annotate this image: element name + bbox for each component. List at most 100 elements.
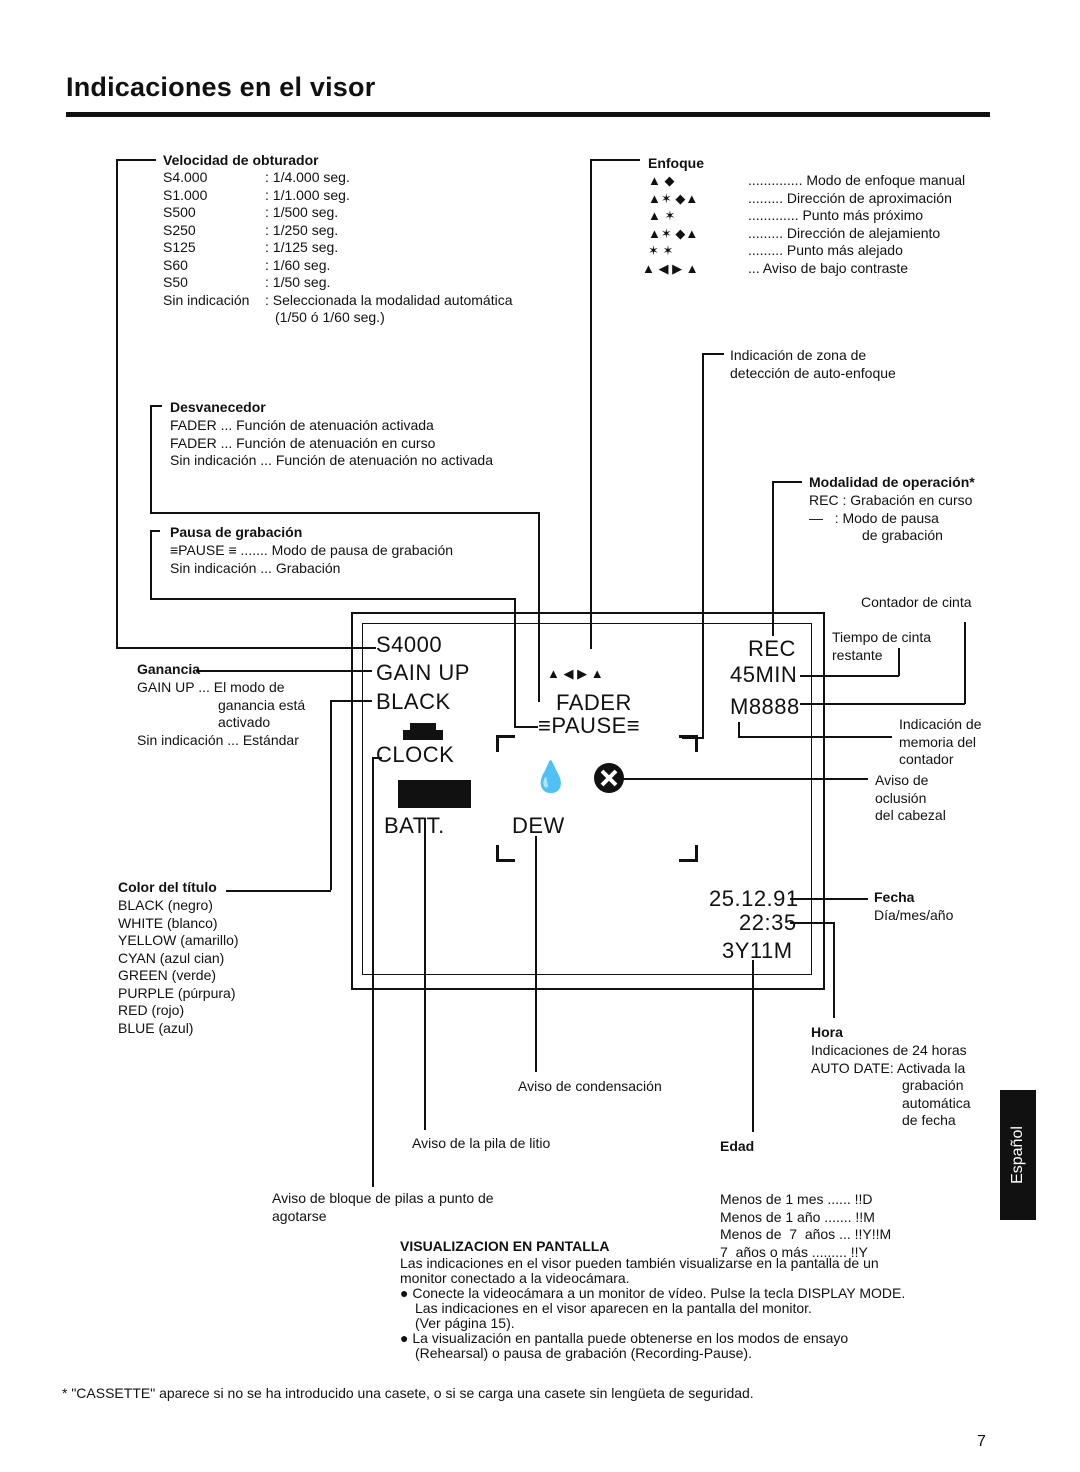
leader-line: [535, 836, 537, 1072]
lcd-time: 22:35: [739, 910, 797, 935]
leader-line: [964, 622, 966, 704]
lcd-pause: ≡PAUSE≡: [538, 713, 641, 738]
af-bracket-bottom-left: [496, 845, 515, 862]
title-rule: [66, 112, 990, 117]
lcd-batt: BATT.: [384, 813, 445, 838]
shutter-row: (1/50 ó 1/60 seg.): [275, 309, 385, 325]
page-number: 7: [977, 1433, 986, 1450]
hour-heading: Hora: [811, 1024, 843, 1040]
date-heading: Fecha: [874, 889, 915, 905]
leader-line: [682, 737, 703, 739]
age-heading: Edad: [720, 1138, 755, 1154]
leader-line: [116, 159, 118, 648]
lcd-fader: FADER: [556, 690, 632, 715]
fader-list: FADER ... Función de atenuación activada…: [170, 417, 493, 468]
shutter-row: Sin indicación: Seleccionada la modalida…: [163, 291, 513, 308]
leader-line: [150, 405, 162, 407]
leader-line: [116, 647, 376, 649]
leader-line: [514, 726, 538, 728]
title-color-heading: Color del título: [118, 879, 217, 895]
visualizacion-heading: VISUALIZACION EN PANTALLA: [400, 1238, 610, 1254]
fader-heading: Desvanecedor: [170, 399, 266, 415]
leader-line: [372, 757, 374, 1187]
focus-manual-icon: ▲ ◆: [648, 173, 675, 188]
lcd-head-clog-icon: [594, 763, 624, 793]
leader-line: [150, 598, 514, 600]
tape-counter-label: Contador de cinta: [861, 594, 972, 610]
lcd-cassette-block-icon: [410, 723, 436, 731]
leader-line: [116, 159, 156, 161]
shutter-row: S50: 1/50 seg.: [163, 274, 331, 290]
lcd-focus-icons: ▲ ◀ ▶ ▲: [547, 666, 604, 681]
leader-line: [800, 703, 965, 705]
leader-line: [623, 778, 868, 780]
leader-line: [372, 757, 382, 759]
visualizacion-text: Las indicaciones en el visor pueden tamb…: [400, 1255, 906, 1361]
focus-low-contrast-icon: ▲ ◀ ▶ ▲: [642, 260, 699, 276]
shutter-row: S250: 1/250 seg.: [163, 221, 339, 238]
title-color-list: BLACK (negro)WHITE (blanco)YELLOW (amari…: [118, 897, 239, 1036]
lcd-battery-icon: [398, 780, 471, 808]
lcd-remaining: 45MIN: [730, 662, 798, 687]
shutter-row: S125: 1/125 seg.: [163, 239, 339, 255]
lcd-dew-drop-icon: 💧: [532, 761, 570, 794]
dew-label: Aviso de condensación: [518, 1078, 662, 1094]
focus-near-direction-icon: ▲✶ ◆▲: [648, 190, 699, 206]
shutter-heading: Velocidad de obturador: [163, 152, 319, 168]
lcd-rec: REC: [748, 636, 796, 661]
leader-line: [226, 890, 331, 892]
bullet-icon: ●: [400, 1330, 409, 1346]
shutter-row: S1.000: 1/1.000 seg.: [163, 186, 350, 203]
pause-heading: Pausa de grabación: [170, 524, 303, 540]
leader-line: [738, 736, 892, 738]
leader-line: [330, 700, 332, 890]
gain-list: GAIN UP ... El modo de ganancia está act…: [137, 679, 306, 748]
af-bracket-top-left: [496, 735, 515, 752]
leader-line: [833, 922, 835, 1018]
mode-list: REC : Grabación en curso— : Modo de paus…: [809, 492, 973, 543]
leader-line: [790, 922, 834, 924]
leader-line: [424, 818, 426, 1130]
leader-line: [702, 353, 724, 355]
lcd-shutter: S4000: [376, 632, 443, 657]
pause-list: ≡PAUSE ≡ ....... Modo de pausa de grabac…: [170, 542, 454, 576]
lcd-dew: DEW: [512, 813, 565, 838]
lcd-black: BLACK: [376, 689, 451, 714]
viewfinder-frame-inner: [362, 623, 812, 975]
focus-nearest-icon: ▲ ✶: [648, 208, 676, 223]
language-tab: Español: [1000, 1090, 1036, 1220]
shutter-row: S500: 1/500 seg.: [163, 204, 339, 220]
lithium-label: Aviso de la pila de litio: [412, 1135, 551, 1151]
shutter-row: S60: 1/60 seg.: [163, 256, 331, 273]
leader-line: [514, 598, 516, 726]
gain-heading: Ganancia: [137, 661, 201, 677]
focus-farthest-icon: ✶ ✶: [648, 243, 674, 258]
footnote: * "CASSETTE" aparece si no se ha introdu…: [62, 1385, 754, 1401]
leader-line: [590, 159, 592, 649]
shutter-list: S4.000: 1/4.000 seg. S1.000: 1/1.000 seg…: [163, 169, 513, 327]
leader-line: [790, 898, 868, 900]
focus-far-direction-icon: ▲✶ ◆▲: [648, 225, 699, 241]
shutter-row: S4.000: 1/4.000 seg.: [163, 169, 350, 185]
focus-heading: Enfoque: [648, 155, 704, 171]
bullet-icon: ●: [400, 1285, 409, 1301]
lcd-cassette-block-base: [403, 730, 443, 740]
page-title: Indicaciones en el visor: [66, 72, 376, 102]
lcd-clock: CLOCK: [376, 742, 455, 767]
leader-line: [150, 530, 152, 598]
af-bracket-bottom-right: [679, 845, 698, 862]
leader-line: [150, 530, 160, 532]
leader-line: [538, 512, 540, 702]
leader-line: [772, 481, 774, 636]
leader-line: [330, 700, 372, 702]
mode-heading: Modalidad de operación*: [809, 474, 975, 490]
lcd-counter: M8888: [730, 694, 800, 719]
date-format: Día/mes/año: [874, 907, 954, 923]
